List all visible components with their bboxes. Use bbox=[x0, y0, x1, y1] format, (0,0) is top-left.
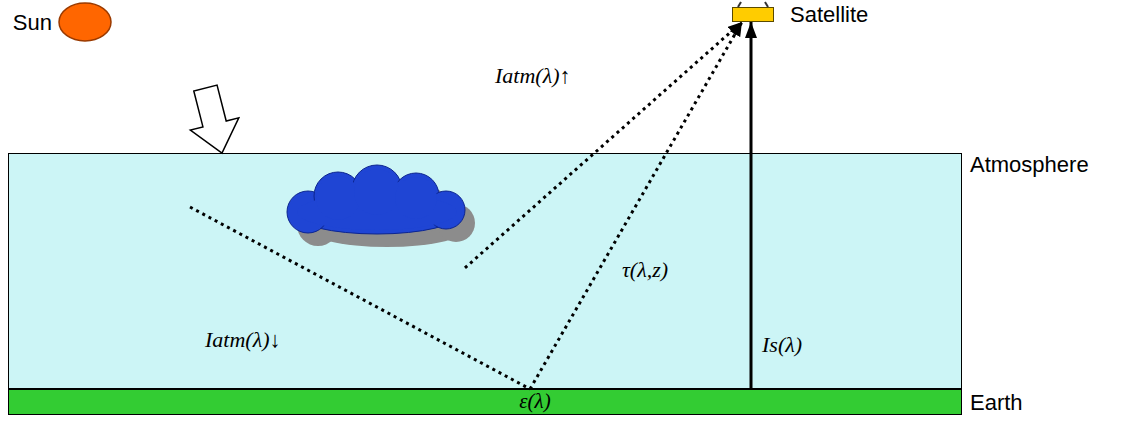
cloud-part bbox=[395, 177, 437, 219]
earth-surface: ε(λ)Earth bbox=[8, 389, 962, 415]
radiance-label: Iatm(λ)↑ bbox=[495, 64, 571, 88]
earth-label: Earth bbox=[970, 391, 1023, 415]
sun-shape: Sun bbox=[58, 2, 112, 42]
sun-ellipse bbox=[58, 2, 112, 42]
emissivity-symbol: ε(λ) bbox=[519, 390, 550, 413]
satellite-label: Satellite bbox=[790, 3, 868, 27]
atmosphere-label: Atmosphere bbox=[970, 153, 1089, 177]
sunlight-arrow bbox=[190, 85, 238, 153]
atmosphere-downwelling-ray bbox=[190, 207, 530, 389]
atmosphere-layer: Atmosphere bbox=[8, 153, 962, 389]
radiance-label: Iatm(λ)↓ bbox=[205, 328, 281, 352]
satellite-body: Satellite bbox=[732, 7, 774, 22]
radiance-label: τ(λ,z) bbox=[622, 258, 668, 282]
cloud bbox=[287, 165, 465, 234]
cloud-fill bbox=[297, 169, 457, 230]
cloud-part bbox=[316, 176, 360, 220]
antenna-stub bbox=[738, 2, 741, 7]
atmosphere-upwelling-ray bbox=[465, 22, 742, 268]
sun-label: Sun bbox=[13, 11, 52, 35]
sun-disc bbox=[59, 3, 111, 41]
surface-emission-arrow bbox=[749, 22, 752, 389]
cloud-part bbox=[354, 169, 400, 215]
satellite-antenna bbox=[738, 2, 768, 7]
antenna-stub bbox=[765, 2, 768, 7]
radiance-label: Is(λ) bbox=[762, 333, 802, 357]
